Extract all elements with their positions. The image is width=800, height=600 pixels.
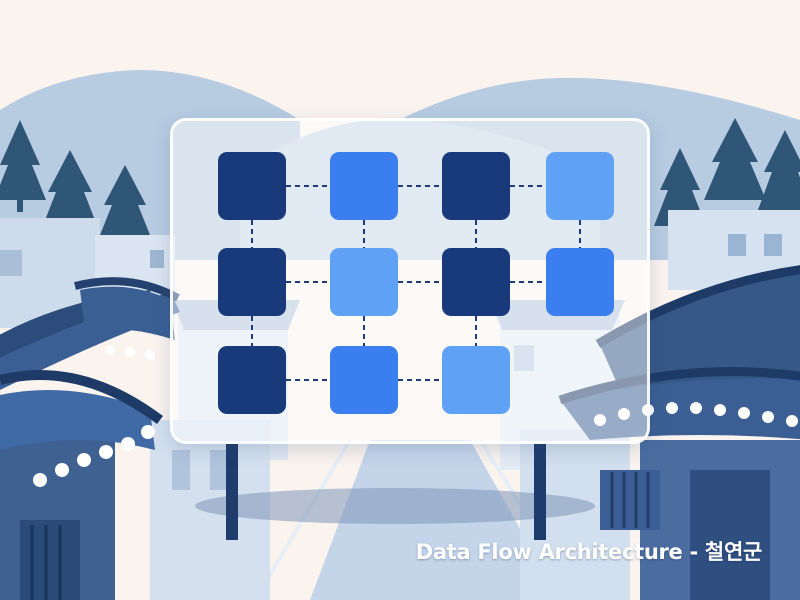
node-square: [546, 248, 614, 316]
window: [764, 234, 782, 256]
node-square: [330, 346, 398, 414]
window: [0, 250, 22, 276]
node-square: [218, 248, 286, 316]
node-square: [546, 152, 614, 220]
panel-shadow: [195, 488, 595, 524]
mountain-center: [240, 118, 600, 260]
window: [150, 250, 164, 268]
caption-text: Data Flow Architecture - 철연군: [415, 540, 763, 564]
trees-right: [654, 118, 800, 226]
hanok-right: [558, 265, 800, 600]
panel-leg-right: [534, 444, 546, 540]
node-square: [442, 346, 510, 414]
window: [514, 345, 534, 371]
window: [210, 450, 228, 490]
hanok-left-upper-roof: [74, 277, 180, 360]
node-square: [218, 346, 286, 414]
node-square: [330, 248, 398, 316]
trees-left: [0, 120, 152, 240]
panel-leg-left: [226, 444, 238, 540]
window: [728, 234, 746, 256]
node-square: [218, 152, 286, 220]
node-square: [442, 248, 510, 316]
node-square: [442, 152, 510, 220]
node-square: [330, 152, 398, 220]
window: [172, 450, 190, 490]
